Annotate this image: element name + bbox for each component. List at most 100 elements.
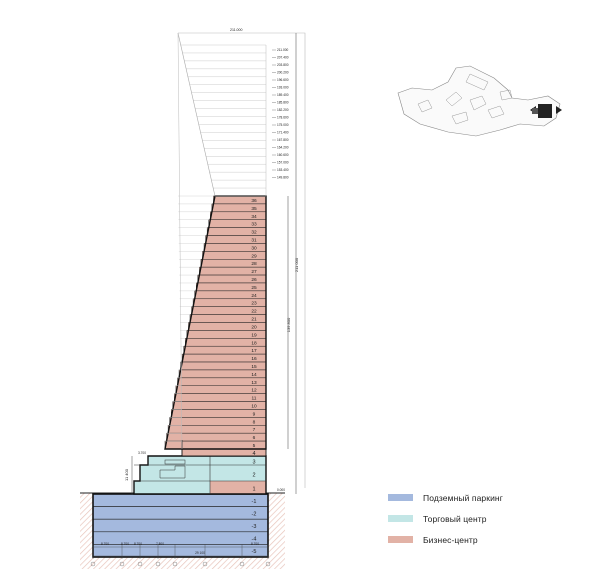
office-floor bbox=[167, 425, 267, 434]
floor-number: 13 bbox=[251, 380, 257, 386]
level-mark: 0.000 bbox=[277, 488, 285, 492]
floor-number: 3 bbox=[252, 460, 255, 466]
level-mark: 160.600 bbox=[277, 153, 289, 157]
floor-number: 22 bbox=[251, 309, 257, 315]
parking-floor bbox=[92, 544, 269, 558]
floor-number: 33 bbox=[251, 222, 257, 228]
floor-number: 34 bbox=[251, 214, 257, 220]
floor-number: 8 bbox=[253, 419, 256, 425]
tower-office: 3635343332313029282726252423222120191817… bbox=[164, 195, 267, 450]
level-mark: 164.200 bbox=[277, 146, 289, 150]
level-mark: 211.000 bbox=[230, 28, 242, 32]
office-floor bbox=[166, 432, 267, 442]
level-mark: 171.400 bbox=[277, 131, 289, 135]
floor-number: 17 bbox=[251, 348, 257, 354]
floor-number: -4 bbox=[252, 537, 257, 543]
office-floor bbox=[208, 219, 267, 228]
legend-label: Подземный паркинг bbox=[423, 492, 503, 503]
legend-item-retail: Торговый центр bbox=[388, 508, 588, 529]
axis-bubble bbox=[265, 561, 271, 567]
floor-number: -2 bbox=[252, 511, 257, 517]
office-floor bbox=[169, 417, 267, 426]
floor-number: 2 bbox=[252, 473, 255, 479]
dim-text: 7 800 bbox=[156, 542, 164, 546]
floor-number: -1 bbox=[252, 499, 257, 505]
upper-facade bbox=[177, 32, 216, 197]
floor-number: 12 bbox=[251, 388, 257, 394]
floor-number: 7 bbox=[253, 427, 256, 433]
floor-number: -3 bbox=[252, 524, 257, 530]
office-lobby bbox=[210, 481, 266, 494]
level-mark: 178.600 bbox=[277, 116, 289, 120]
underground-parking: -1 -2 -3 -4 -5 bbox=[92, 493, 269, 558]
level-mark: 189.400 bbox=[277, 93, 289, 97]
floor-number: 23 bbox=[251, 301, 257, 307]
floor-number: 29 bbox=[251, 253, 257, 259]
office-floor bbox=[164, 440, 267, 450]
level-mark: 153.400 bbox=[277, 168, 289, 172]
office-floor bbox=[210, 211, 267, 220]
floor-number: 16 bbox=[251, 356, 257, 362]
level-mark: 175.000 bbox=[277, 123, 289, 127]
floor-number: 26 bbox=[251, 277, 257, 283]
floor-number: 11 bbox=[252, 396, 257, 402]
parking-floor bbox=[92, 493, 269, 507]
floor-number: 32 bbox=[251, 230, 257, 236]
section-arrow-icon bbox=[556, 106, 562, 114]
floor-number: 28 bbox=[251, 261, 257, 267]
legend-item-office: Бизнес-центр bbox=[388, 529, 588, 550]
site-boundary bbox=[397, 65, 561, 137]
axis-bubble bbox=[202, 561, 208, 567]
site-plan-inset bbox=[397, 65, 562, 137]
level-mark: 200.200 bbox=[277, 71, 289, 75]
level-mark: 149.800 bbox=[277, 176, 289, 180]
legend: Подземный паркинг Торговый центр Бизнес-… bbox=[388, 487, 588, 550]
dim-text: 8 700 bbox=[121, 542, 129, 546]
level-mark: 207.400 bbox=[277, 56, 289, 60]
floor-number: 4 bbox=[252, 451, 255, 457]
office-floor bbox=[211, 203, 267, 213]
dimension-lines: 211.000 211.000 207.400 203.800 200.200 196.6… bbox=[90, 28, 299, 567]
office-floor bbox=[203, 243, 267, 252]
parking-floor bbox=[92, 531, 269, 545]
level-mark: 211.000 bbox=[277, 48, 289, 52]
dim-text: 8 700 bbox=[134, 542, 142, 546]
facade-edge bbox=[177, 32, 183, 450]
office-floor bbox=[205, 235, 267, 244]
legend-swatch-office bbox=[388, 536, 413, 543]
dim-text: 8 700 bbox=[251, 542, 259, 546]
floor-number: 27 bbox=[251, 269, 257, 275]
floor-number: 35 bbox=[251, 206, 257, 212]
floor-number: 19 bbox=[251, 332, 257, 338]
floor-number: 24 bbox=[251, 293, 257, 299]
site-buildings bbox=[417, 89, 513, 125]
level-mark: 203.800 bbox=[277, 63, 289, 67]
floor-number: 5 bbox=[253, 443, 256, 449]
floor-number: 6 bbox=[253, 435, 256, 441]
floor-number: 30 bbox=[251, 245, 257, 251]
floor-number: 36 bbox=[251, 198, 257, 204]
floor-number: -5 bbox=[252, 549, 257, 555]
site-marker-tower bbox=[538, 104, 552, 118]
level-mark: 185.800 bbox=[277, 101, 289, 105]
axis-bubble bbox=[172, 561, 178, 567]
dim-text: 29 100 bbox=[195, 551, 205, 555]
level-mark: 3.700 bbox=[138, 451, 146, 455]
level-mark: 196.600 bbox=[277, 78, 289, 82]
parking-floor bbox=[92, 506, 269, 520]
level-mark: 167.800 bbox=[277, 138, 289, 142]
atrium-outline bbox=[164, 459, 186, 465]
legend-label: Бизнес-центр bbox=[423, 534, 478, 545]
level-mark: 182.200 bbox=[277, 108, 289, 112]
soil-hatch bbox=[80, 493, 285, 569]
floor-number: 21 bbox=[251, 317, 257, 323]
floor-number: 25 bbox=[251, 285, 257, 291]
floor-number: 31 bbox=[251, 237, 257, 243]
office-floor bbox=[213, 195, 267, 205]
dim-text: 8 700 bbox=[101, 542, 109, 546]
legend-label: Торговый центр bbox=[423, 513, 487, 524]
floor-number: 9 bbox=[253, 411, 256, 417]
floor-number: 18 bbox=[251, 340, 257, 346]
